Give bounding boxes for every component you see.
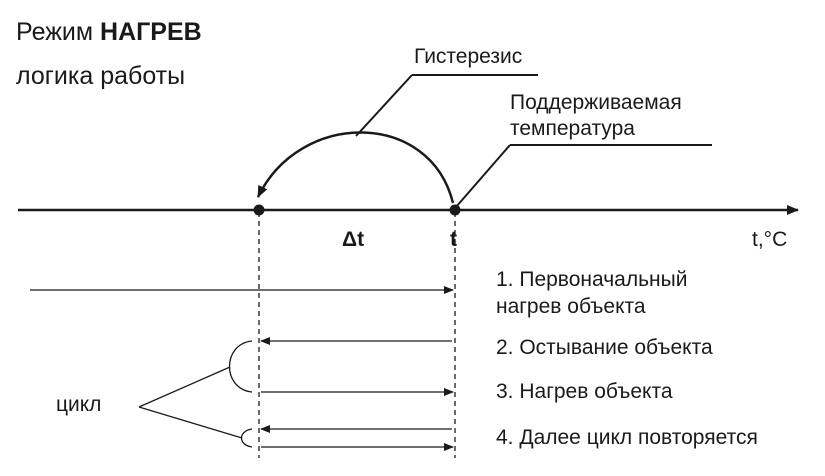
cycle-label: цикл [56, 393, 102, 416]
step-3-label: 3. Нагрев объекта [496, 380, 673, 403]
t-point [449, 204, 461, 216]
delta-t-point [253, 204, 265, 216]
step-2-label: 2. Остывание объекта [496, 336, 713, 359]
hysteresis-label: Гистерезис [414, 45, 523, 68]
cycle-bracket-upper [229, 340, 253, 393]
t-label: t [450, 228, 457, 251]
cycle-leader-lower [138, 406, 243, 439]
title-prefix: Режим [16, 18, 94, 46]
page-title: Режим НАГРЕВ [16, 18, 202, 47]
axis-label: t,°C [752, 228, 788, 251]
cycle-leader-upper [138, 366, 231, 408]
setpoint-label-line2: температура [510, 117, 635, 140]
hysteresis-arc [256, 131, 455, 204]
step-1-line1: 1. Первоначальный [496, 268, 688, 291]
cycle-bracket-lower [240, 428, 253, 448]
title-bold: НАГРЕВ [100, 18, 202, 46]
setpoint-label-line1: Поддерживаемая [510, 91, 682, 114]
delta-t-label: Δt [342, 228, 365, 251]
setpoint-leader [455, 144, 511, 208]
step-4-label: 4. Далее цикл повторяется [496, 426, 758, 449]
hysteresis-leader [355, 74, 413, 137]
step-1-line2: нагрев объекта [496, 295, 646, 318]
page-subtitle: логика работы [16, 62, 186, 90]
